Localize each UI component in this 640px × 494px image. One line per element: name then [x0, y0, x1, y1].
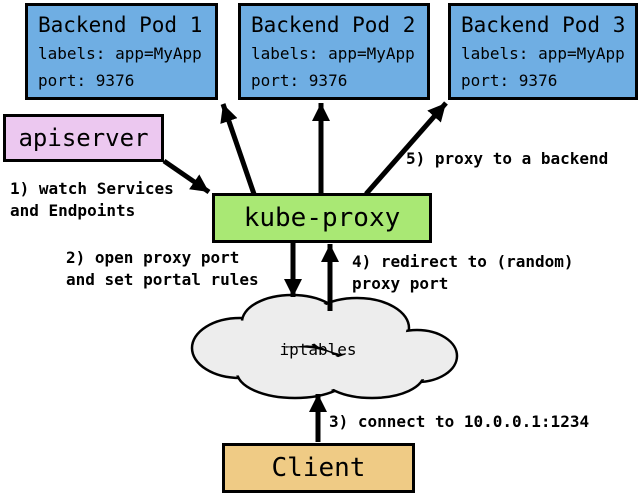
iptables-cloud-icon [190, 293, 459, 400]
arrow-watch-services [162, 158, 211, 195]
pod-title: Backend Pod 3 [461, 13, 626, 37]
apiserver-node: apiserver [3, 114, 164, 162]
step4-redirect-note: 4) redirect to (random) proxy port [352, 252, 574, 293]
backend-pod-3: Backend Pod 3 labels: app=MyApp port: 93… [448, 3, 638, 100]
kube-proxy-label: kube-proxy [243, 203, 401, 233]
iptables-label: iptables [279, 340, 357, 359]
step2-open-proxy-port-note: 2) open proxy port and set portal rules [66, 248, 259, 289]
arrow-proxy-to-pod3 [364, 101, 448, 196]
pod-labels: labels: app=MyApp [251, 44, 415, 63]
step3-connect-note: 3) connect to 10.0.0.1:1234 [329, 412, 590, 431]
backend-pod-2: Backend Pod 2 labels: app=MyApp port: 93… [238, 3, 430, 100]
pod-port: port: 9376 [461, 71, 558, 90]
pod-port: port: 9376 [251, 71, 348, 90]
kube-proxy-node: kube-proxy [212, 193, 432, 243]
step1-watch-services-note: 1) watch Services and Endpoints [10, 179, 174, 220]
pod-title: Backend Pod 2 [251, 13, 416, 37]
client-label: Client [271, 453, 366, 483]
arrow-proxy-to-pod1 [220, 103, 257, 195]
client-node: Client [222, 443, 415, 493]
pod-title: Backend Pod 1 [38, 13, 203, 37]
pod-labels: labels: app=MyApp [38, 44, 202, 63]
backend-pod-1: Backend Pod 1 labels: app=MyApp port: 93… [25, 3, 218, 100]
pod-labels: labels: app=MyApp [461, 44, 625, 63]
step5-proxy-backend-note: 5) proxy to a backend [406, 149, 609, 168]
pod-port: port: 9376 [38, 71, 135, 90]
apiserver-label: apiserver [18, 124, 149, 152]
